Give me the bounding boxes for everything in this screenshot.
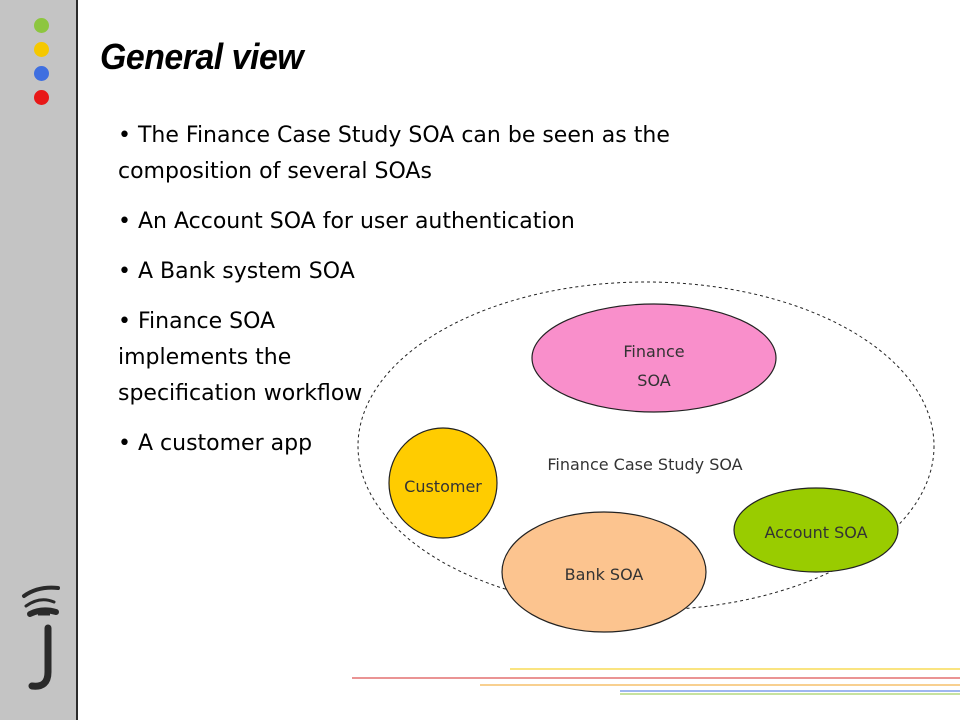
red-dot-icon [34,90,49,105]
bank-soa-node [501,511,707,633]
finance-soa-label-line1: Finance [623,342,684,361]
bullet-text: An Account SOA for user authentication [137,209,575,234]
yellow-dot-icon [34,42,49,57]
customer-node [388,427,498,539]
bullet-item: • A Bank system SOA [118,259,355,284]
bullet-item: • A customer app [118,431,313,456]
customer-label: Customer [404,477,482,496]
bullet-item: • An Account SOA for user authentication [118,209,575,234]
bullet-text: The Finance Case Study SOA can be seen a… [118,123,670,184]
blue-dot-icon [34,66,49,81]
green-dot-icon [34,18,49,33]
account-soa-node [733,487,899,573]
finance-case-study-label: Finance Case Study SOA [547,455,742,474]
account-soa-label: Account SOA [764,523,867,542]
bullet-text: Finance SOA implements the specification… [118,309,363,406]
slide-title: General view [100,36,304,77]
bank-soa-label: Bank SOA [565,565,644,584]
finance-soa-node [531,303,777,413]
bullet-item: • Finance SOA implements the specificati… [118,309,363,406]
bullet-item: • The Finance Case Study SOA can be seen… [118,123,670,184]
bullet-text: A Bank system SOA [137,259,355,284]
logo-icon [22,585,60,690]
finance-soa-label-line2: SOA [637,371,670,390]
sidebar-strip [0,0,78,720]
bullet-list: • The Finance Case Study SOA can be seen… [118,118,778,476]
bullet-text: A customer app [137,431,313,456]
